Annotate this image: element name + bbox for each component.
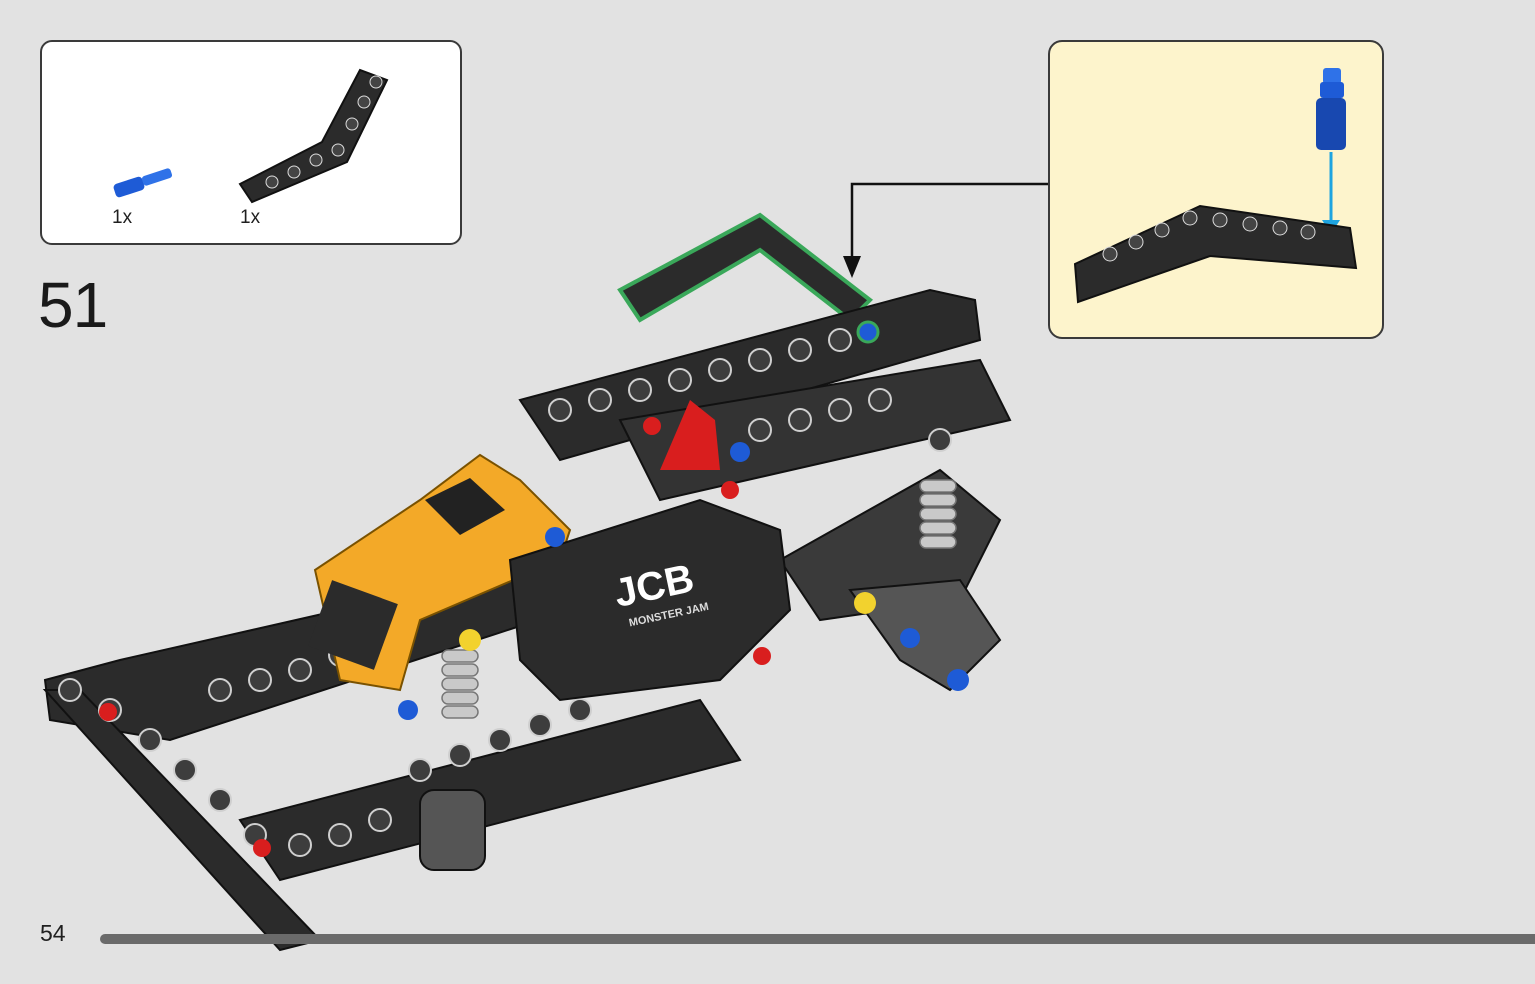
- angled-beam-icon: [1073, 204, 1358, 304]
- part-quantity: 1x: [240, 207, 261, 228]
- parts-illustration: [113, 68, 389, 204]
- callout-box: [1048, 40, 1384, 339]
- callout-connector: [850, 182, 1048, 270]
- shock-absorber: [441, 479, 957, 719]
- colored-pins: [99, 320, 969, 857]
- angled-beam-icon: [238, 68, 389, 204]
- blue-pin-icon: [1316, 68, 1346, 150]
- central-panel: JCB MONSTER JAM: [508, 498, 792, 702]
- parts-list-box: 1x 1x: [40, 40, 462, 245]
- red-part: [660, 400, 720, 470]
- beam-holes: [58, 328, 952, 857]
- callout-illustration: [1073, 68, 1358, 304]
- part-quantity: 1x: [112, 207, 133, 228]
- down-arrow-icon: [843, 256, 861, 278]
- highlighted-beam: [617, 212, 874, 323]
- page-number: 54: [40, 920, 66, 946]
- page-progress-bar: [100, 934, 1535, 944]
- step-number: 51: [38, 269, 108, 341]
- blue-pin-icon: [113, 168, 173, 198]
